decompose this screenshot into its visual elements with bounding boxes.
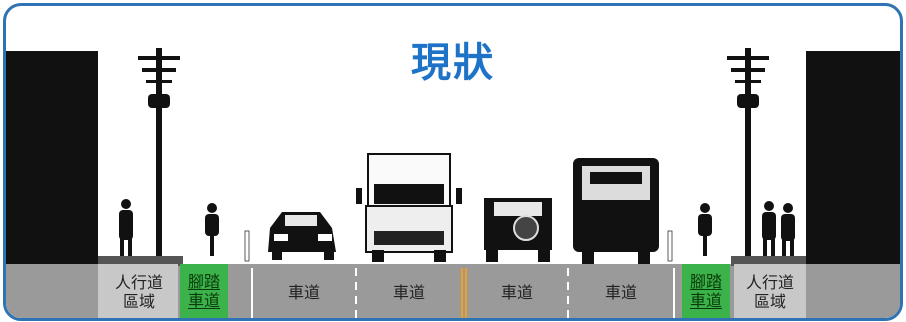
pedestrian-icon — [119, 199, 133, 256]
lane-label-car-lane-3: 車道 — [468, 268, 566, 316]
sedan-icon — [268, 212, 336, 260]
lane-label-line1: 人行道 — [114, 273, 163, 292]
sidewalk-right-fill — [734, 264, 806, 318]
cross-section-frame: 現狀 人行道 區域 腳踏 車道 車道 車道 車道 車道 腳踏 車道 人行道 區域 — [3, 3, 903, 321]
utility-pole-icon — [138, 48, 180, 256]
curb-right — [731, 256, 806, 266]
lane-label-line1: 車道 — [604, 282, 637, 302]
bus-icon — [573, 158, 659, 264]
lane-label-car-lane-4: 車道 — [570, 268, 672, 316]
lane-label-car-lane-1: 車道 — [254, 268, 354, 316]
lane-label-line1: 車道 — [287, 282, 320, 302]
lane-label-sidewalk-left: 人行道 區域 — [102, 268, 176, 316]
building-icon — [806, 51, 900, 266]
building-icon — [6, 51, 98, 266]
lane-label-line1: 車道 — [392, 282, 425, 302]
lane-label-line1: 車道 — [500, 282, 533, 302]
sidewalk-left-fill — [98, 264, 178, 318]
lane-label-bike-left: 腳踏 車道 — [180, 264, 228, 318]
lane-label-bike-right: 腳踏 車道 — [682, 264, 730, 318]
utility-pole-icon — [727, 48, 769, 256]
lane-label-line2: 區域 — [753, 292, 786, 311]
lane-label-line1: 腳踏 — [689, 272, 722, 291]
bollard — [667, 230, 673, 262]
lane-label-car-lane-2: 車道 — [358, 268, 460, 316]
jeep-icon — [484, 198, 552, 262]
lane-label-line1: 人行道 — [745, 273, 794, 292]
lane-label-sidewalk-right: 人行道 區域 — [736, 268, 804, 316]
diagram-title: 現狀 — [411, 40, 495, 86]
lane-label-line1: 腳踏 — [187, 272, 220, 291]
cyclist-icon — [205, 203, 219, 256]
pedestrian-icon — [762, 201, 795, 256]
lane-label-line2: 區域 — [122, 292, 155, 311]
cross-section-drawing — [6, 48, 900, 318]
bollard — [244, 230, 250, 262]
lane-label-line2: 車道 — [187, 291, 220, 310]
curb-left — [98, 256, 183, 266]
truck-icon — [356, 153, 462, 262]
lane-label-line2: 車道 — [689, 291, 722, 310]
cyclist-icon — [698, 203, 712, 256]
